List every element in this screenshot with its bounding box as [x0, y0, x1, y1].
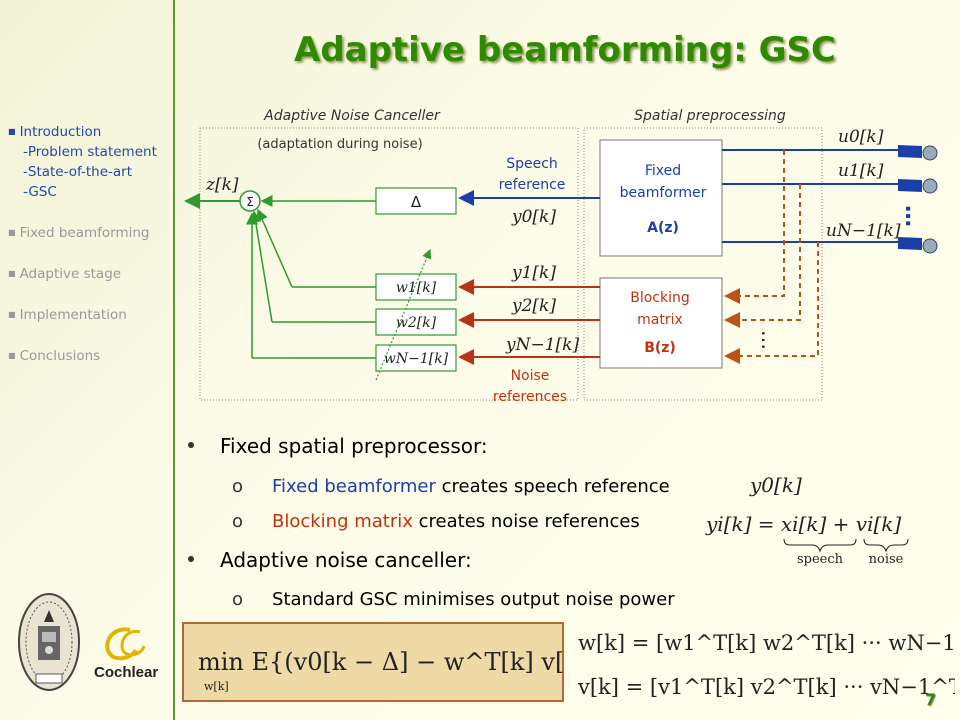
svg-text:w[k]: w[k]	[204, 680, 229, 693]
bullet-dot-icon	[188, 442, 194, 448]
blocking-label-1: Blocking	[630, 290, 690, 306]
u1-label: u1[k]	[838, 161, 884, 181]
u0-label: u0[k]	[838, 127, 884, 147]
filter-w2	[375, 308, 457, 336]
fixed-bf-label-3: A(z)	[647, 220, 679, 236]
nav-subitem-state-of-the-art[interactable]: -State-of-the-art	[23, 164, 133, 180]
anc-subtitle: (adaptation during noise)	[257, 137, 422, 152]
vector-definitions: w[k] = [w1^T[k] w2^T[k] ··· wN−1^T[k]]^T…	[577, 631, 955, 699]
anc-title: Adaptive Noise Canceller	[263, 108, 441, 124]
delta-label: Δ	[411, 193, 422, 211]
fixed-bf-label-1: Fixed	[645, 163, 681, 179]
microphone-icon	[898, 178, 938, 194]
v-definition: v[k] = [v1^T[k] v2^T[k] ··· vN−1^T[k]]^T	[577, 675, 955, 699]
svg-text:min E{(v0[k − Δ] − w^T[k] v[k]: min E{(v0[k − Δ] − w^T[k] v[k])²}	[198, 648, 562, 676]
noise-ref-label-1: Noise	[511, 368, 550, 384]
wN-label: wN−1[k]	[384, 351, 449, 367]
w1-label: w1[k]	[396, 280, 437, 296]
uN-label: uN−1[k]	[826, 221, 901, 241]
speech-ref-label-1: Speech	[506, 156, 558, 172]
fixed-beamformer-box	[599, 139, 723, 257]
gsc-block-diagram: Adaptive Noise Canceller (adaptation dur…	[184, 108, 938, 405]
sp-title: Spatial preprocessing	[634, 108, 786, 124]
w-definition: w[k] = [w1^T[k] w2^T[k] ··· wN−1^T[k]]^T	[578, 631, 955, 655]
mic-ellipsis: …	[900, 205, 925, 227]
bullet-icon: ■	[8, 127, 16, 136]
yi-decomposition-formula: yi[k] = xi[k] + vi[k] speech noise	[705, 512, 909, 567]
y2-label: y2[k]	[511, 296, 556, 316]
w2-label: w2[k]	[396, 315, 437, 331]
y0-inline-formula: y0[k]	[749, 473, 802, 497]
bullet-icon: ■	[8, 228, 16, 237]
bullet-anc: Adaptive noise canceller:	[188, 548, 472, 572]
speech-ref-label-2: reference	[499, 177, 566, 193]
bullet-icon: ■	[8, 269, 16, 278]
minimisation-formula: min E{(v0[k − Δ] − w^T[k] v[k])²} w[k]	[198, 648, 562, 693]
bullet-icon: ■	[8, 310, 16, 319]
svg-text:speech: speech	[797, 552, 844, 567]
nav-item-adaptive-stage[interactable]: ■Adaptive stage	[8, 266, 122, 282]
y1-label: y1[k]	[511, 263, 556, 283]
cochlear-logo: Cochlear	[94, 627, 158, 681]
bm-ellipsis: …	[757, 330, 781, 350]
filter-w1	[375, 273, 457, 301]
svg-text:Cochlear: Cochlear	[94, 664, 158, 681]
nav-item-fixed-beamforming[interactable]: ■Fixed beamforming	[8, 225, 150, 241]
sidebar-nav: ■Introduction -Problem statement -State-…	[8, 122, 176, 366]
svg-text:yi[k] = xi[k] + vi[k]: yi[k] = xi[k] + vi[k]	[705, 512, 901, 536]
sidebar-divider	[173, 0, 175, 720]
bullet-icon: ■	[8, 351, 16, 360]
svg-text:y0[k]: y0[k]	[749, 473, 802, 497]
blocking-label-3: B(z)	[644, 340, 676, 356]
nav-item-conclusions[interactable]: ■Conclusions	[8, 348, 101, 364]
university-seal-logo	[18, 593, 80, 691]
nav-item-introduction[interactable]: ■Introduction	[8, 124, 102, 140]
slide-title: Adaptive beamforming: GSC	[294, 30, 836, 70]
microphone-icon	[898, 237, 938, 254]
z-label: z[k]	[205, 175, 239, 195]
bullet-dot-icon	[188, 556, 194, 562]
minimisation-formula-box	[182, 622, 564, 702]
page-number: 7	[925, 690, 937, 709]
bullet-fixed-preprocessor: Fixed spatial preprocessor:	[188, 434, 488, 458]
nav-item-implementation[interactable]: ■Implementation	[8, 307, 127, 323]
noise-ref-label-2: references	[493, 389, 567, 405]
blocking-label-2: matrix	[637, 312, 683, 328]
nav-subitem-problem-statement[interactable]: -Problem statement	[23, 144, 157, 160]
fixed-bf-label-2: beamformer	[620, 185, 707, 201]
nav-subitem-gsc[interactable]: -GSC	[23, 184, 57, 200]
blocking-matrix-box	[599, 277, 723, 369]
microphone-icon	[898, 145, 938, 161]
sigma-label: Σ	[246, 195, 254, 209]
yN-label: yN−1[k]	[505, 335, 579, 355]
anc-frame	[199, 127, 579, 401]
y0-label: y0[k]	[511, 207, 556, 227]
svg-text:noise: noise	[869, 552, 904, 567]
